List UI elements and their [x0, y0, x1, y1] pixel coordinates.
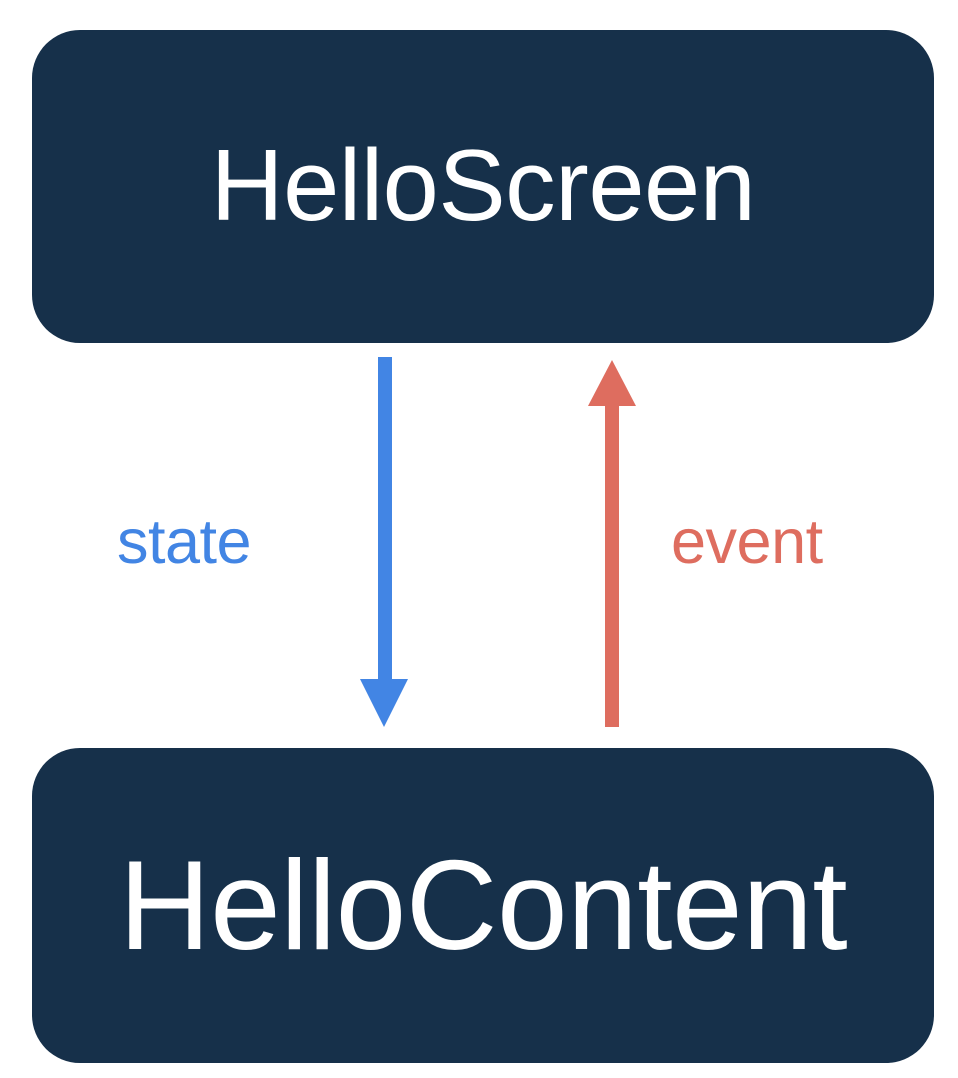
node-hello-content-label: HelloContent — [118, 834, 848, 976]
event-arrow-shaft — [605, 402, 619, 727]
state-arrow-head-icon — [360, 679, 408, 727]
node-hello-screen-label: HelloScreen — [210, 130, 756, 242]
edge-label-state: state — [117, 507, 252, 577]
node-hello-screen[interactable]: HelloScreen — [32, 30, 934, 343]
event-arrow-head-icon — [588, 360, 636, 406]
edge-label-event: event — [671, 507, 823, 577]
node-hello-content[interactable]: HelloContent — [32, 748, 934, 1063]
state-arrow-shaft — [378, 357, 392, 682]
event-arrow — [588, 360, 636, 727]
state-arrow — [360, 357, 408, 727]
